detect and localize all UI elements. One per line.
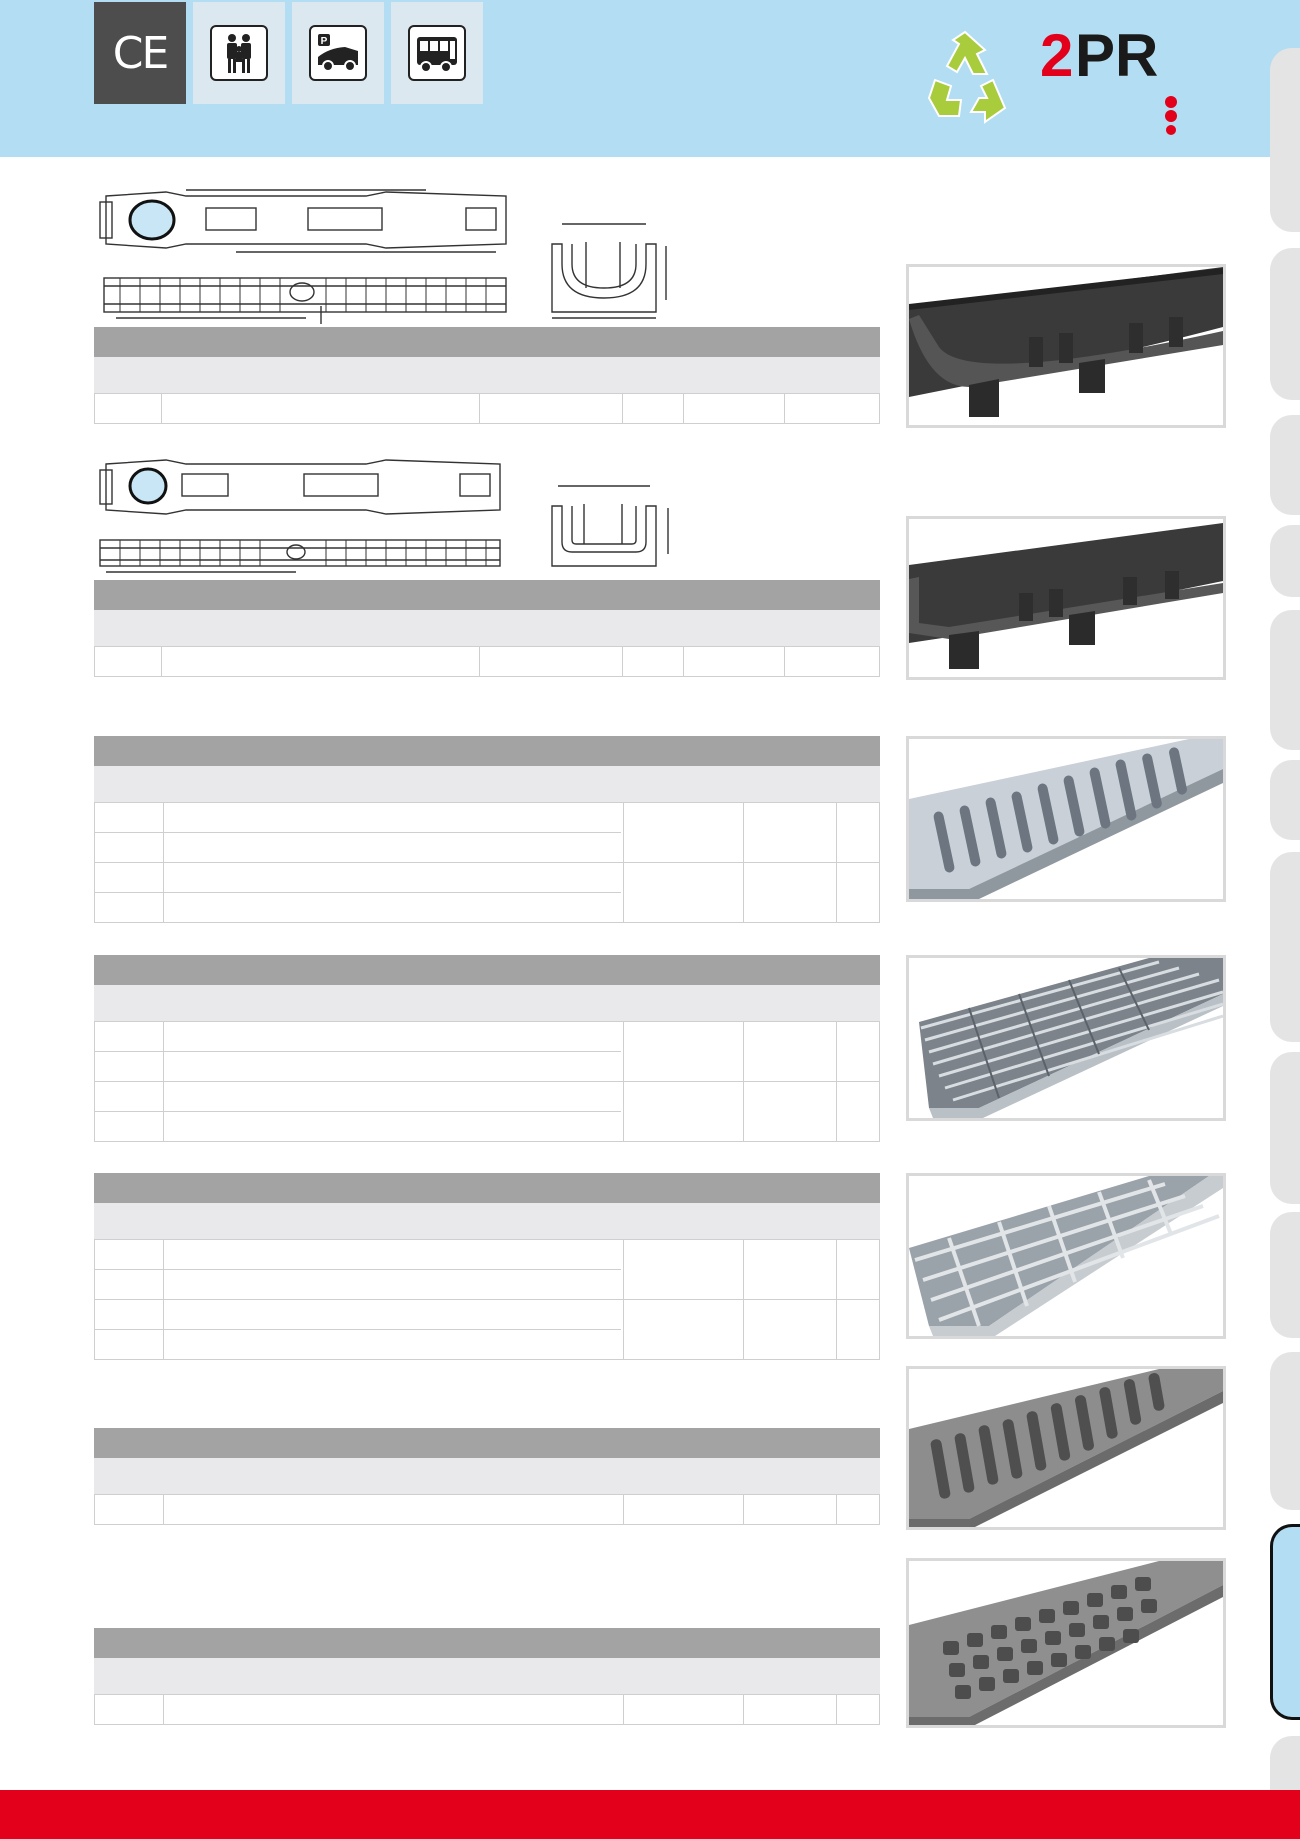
- section-tabs: [1270, 0, 1300, 1839]
- grating-table-3: [94, 1173, 880, 1360]
- section-tab-2[interactable]: [1270, 248, 1300, 400]
- channel-rounded-section-drawing: [551, 223, 667, 319]
- cast-iron-slotted-grating-photo: [906, 1366, 1226, 1530]
- grating-table-5: [94, 1628, 880, 1725]
- table-row: [95, 1269, 621, 1299]
- bus-icon: [408, 25, 466, 81]
- section-tab-1[interactable]: [1270, 48, 1300, 232]
- stainless-mesh-grating-photo: [906, 1173, 1226, 1339]
- section-tab-10[interactable]: [1270, 1352, 1300, 1510]
- ce-mark-icon: CE: [112, 27, 170, 79]
- cast-iron-square-hole-grating-photo: [906, 1558, 1226, 1728]
- section-tab-8[interactable]: [1270, 1052, 1300, 1204]
- channel-rounded-photo: [906, 264, 1226, 428]
- table-header: [94, 1428, 880, 1458]
- stainless-longitudinal-bar-grating-photo: [906, 955, 1226, 1121]
- table-subheader: [94, 1658, 880, 1694]
- section-tab-7[interactable]: [1270, 852, 1300, 1042]
- table-header: [94, 736, 880, 766]
- channel-square-photo: [906, 516, 1226, 680]
- table-row: [95, 1299, 879, 1329]
- bus-class: [391, 2, 483, 104]
- table-subheader: [94, 1458, 880, 1494]
- section-tab-5[interactable]: [1270, 610, 1300, 750]
- table-row: [95, 1111, 621, 1141]
- section-tab-4[interactable]: [1270, 525, 1300, 597]
- channel-square-plan-drawing: [99, 459, 501, 573]
- svg-text:P: P: [321, 36, 328, 47]
- car-park-icon: P: [309, 25, 367, 81]
- brand-wordmark-pr: PR: [1075, 30, 1158, 89]
- table-header: [94, 1628, 880, 1658]
- table-subheader: [94, 1203, 880, 1239]
- table-header: [94, 1173, 880, 1203]
- brand-wordmark-2: 2: [1040, 30, 1073, 89]
- grating-table-1: [94, 736, 880, 923]
- brand-logo: 2 PR: [925, 22, 1225, 135]
- table-subheader: [94, 985, 880, 1021]
- section-tab-3[interactable]: [1270, 415, 1300, 515]
- channel-square-table: [94, 580, 880, 677]
- pedestrian-class: [193, 2, 285, 104]
- table-row: [95, 1051, 621, 1081]
- table-subheader: [94, 766, 880, 802]
- channel-rounded-table: [94, 327, 880, 424]
- table-row: [95, 1081, 879, 1111]
- pedestrian-icon: [210, 25, 268, 81]
- table-row: [95, 1021, 879, 1051]
- grating-table-2: [94, 955, 880, 1142]
- table-row: [95, 892, 621, 922]
- channel-square-section-drawing: [551, 485, 669, 567]
- footer-bar: [0, 1790, 1300, 1839]
- recycle-icon: [927, 30, 1007, 124]
- table-subheader: [94, 610, 880, 646]
- header-banner: CE P: [0, 0, 1300, 157]
- ce-mark: CE: [94, 2, 186, 104]
- table-row: [95, 802, 879, 832]
- section-tab-active[interactable]: [1270, 1524, 1300, 1720]
- table-subheader: [94, 357, 880, 393]
- table-row: [95, 1329, 621, 1359]
- table-row: [95, 1694, 879, 1724]
- table-row: [95, 862, 879, 892]
- table-header: [94, 580, 880, 610]
- table-row: [95, 1494, 879, 1524]
- table-header: [94, 327, 880, 357]
- table-row: [95, 646, 879, 676]
- channel-rounded-plan-drawing: [99, 189, 507, 324]
- car-park-class: P: [292, 2, 384, 104]
- table-row: [95, 832, 621, 862]
- table-header: [94, 955, 880, 985]
- galvanized-slotted-grating-photo: [906, 736, 1226, 902]
- section-tab-9[interactable]: [1270, 1212, 1300, 1338]
- table-row: [95, 393, 879, 423]
- section-tab-6[interactable]: [1270, 760, 1300, 840]
- table-row: [95, 1239, 879, 1269]
- grating-table-4: [94, 1428, 880, 1525]
